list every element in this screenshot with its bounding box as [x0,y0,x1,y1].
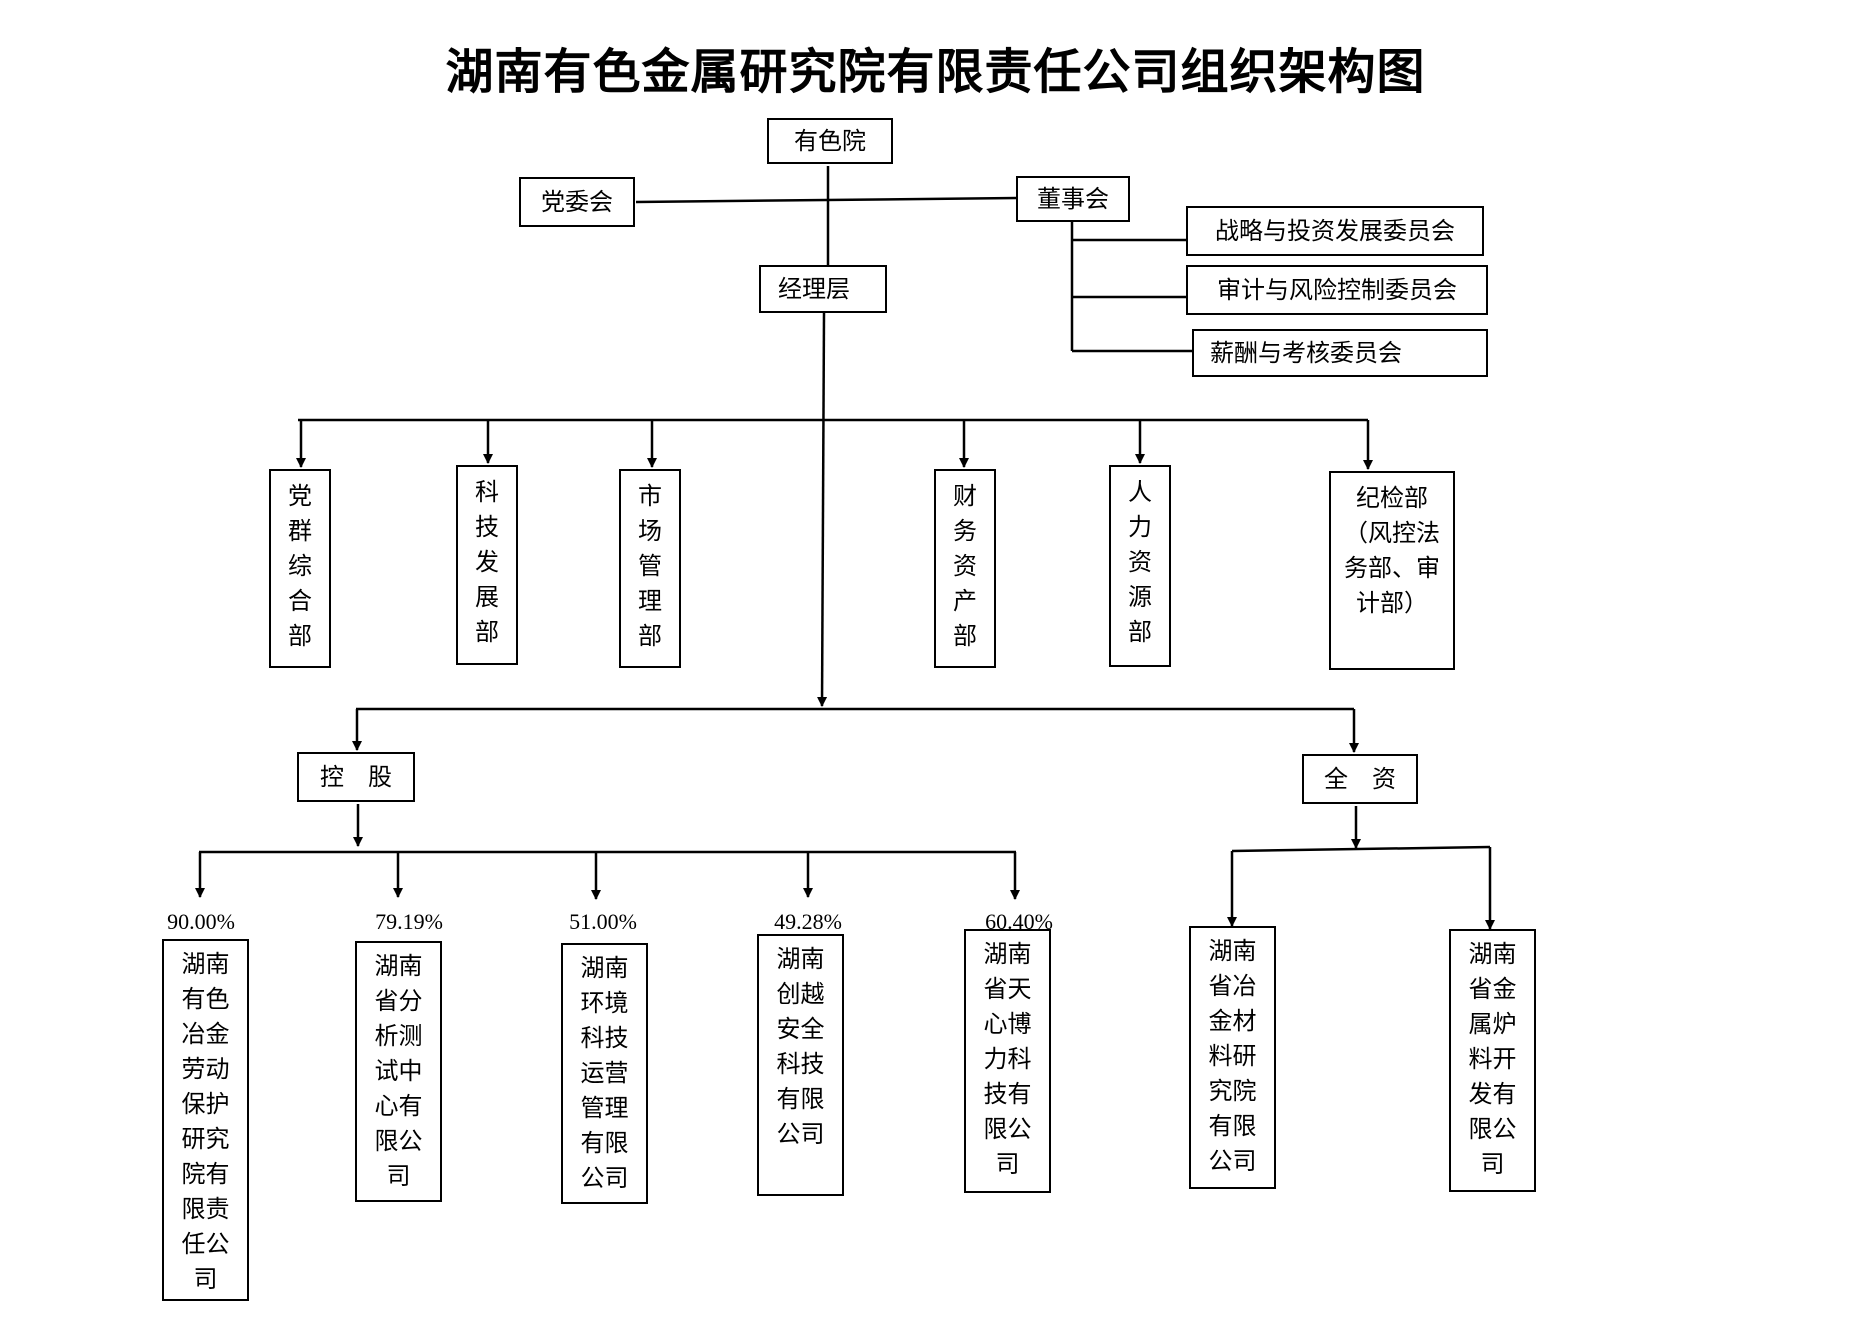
party-committee-box: 党委会 [519,177,635,227]
management-trunk-arrow [817,312,828,707]
holding-company-box: 湖南 环境 科技 运营 管理 有限 公司 [561,943,648,1204]
chart-title: 湖南有色金属研究院有限责任公司组织架构图 [445,44,1426,100]
holding-box: 控 股 [297,752,415,802]
wholly-owned-company-bar [1231,845,1491,853]
holding-company-percentage: 49.28% [774,909,842,934]
department-box-finance: 财 务 资 产 部 [934,469,996,668]
department-box-technology: 科 技 发 展 部 [456,465,518,665]
board-box: 董事会 [1016,176,1130,222]
party-board-line [635,196,1019,204]
holding-company-box: 湖南 省天 心博 力科 技有 限公 司 [964,929,1051,1193]
wholly-owned-box: 全 资 [1302,754,1418,804]
holding-company-box: 湖南 有色 冶金 劳动 保护 研究 院有 限责 任公 司 [162,939,249,1301]
holding-company-percentage: 51.00% [569,909,637,934]
top-node-box: 有色院 [767,118,893,164]
wholly-owned-company-box: 湖南 省冶 金材 料研 究院 有限 公司 [1189,926,1276,1189]
department-box-market: 市 场 管 理 部 [619,469,681,668]
holding-company-percentage: 90.00% [167,909,235,934]
department-box-discipline: 纪检部 （风控法 务部、审 计部） [1329,471,1455,670]
wholly-owned-company-box: 湖南 省金 属炉 料开 发有 限公 司 [1449,929,1536,1192]
holding-company-percentage: 79.19% [375,909,443,934]
department-box-hr: 人 力 资 源 部 [1109,465,1171,667]
department-box-party-affairs: 党 群 综 合 部 [269,469,331,668]
committee-compensation-box: 薪酬与考核委员会 [1192,329,1488,377]
committee-strategy-box: 战略与投资发展委员会 [1186,206,1484,256]
committee-audit-box: 审计与风险控制委员会 [1186,265,1488,315]
management-box: 经理层 [759,265,887,313]
holding-company-box: 湖南 创越 安全 科技 有限 公司 [757,934,844,1196]
holding-company-box: 湖南 省分 析测 试中 心有 限公 司 [355,941,442,1202]
